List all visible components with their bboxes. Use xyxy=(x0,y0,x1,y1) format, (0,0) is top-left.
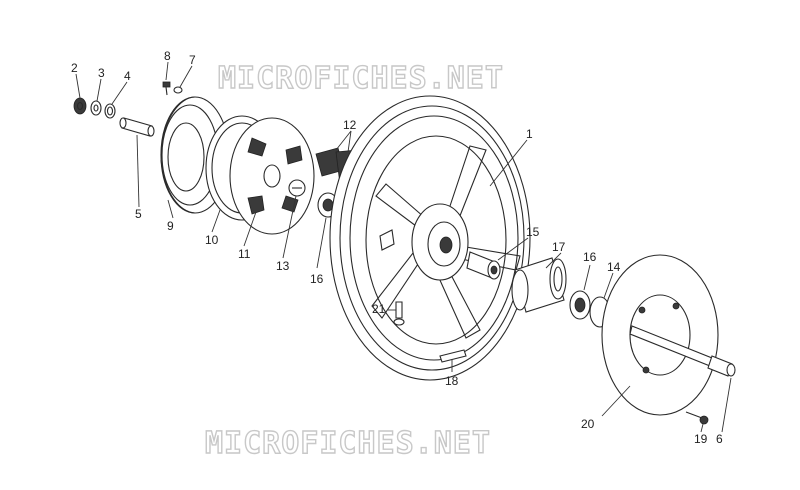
leader-lines xyxy=(75,61,732,433)
callout-8: 8 xyxy=(164,49,171,63)
callout-6: 6 xyxy=(716,432,723,446)
spacer-part-15 xyxy=(466,251,501,280)
callout-9: 9 xyxy=(167,219,174,233)
wheel-part-1 xyxy=(329,95,531,381)
callout-12: 12 xyxy=(343,118,357,132)
callout-2: 2 xyxy=(71,61,78,75)
watermark-bottom: MICROFICHES.NET xyxy=(205,426,491,461)
callout-5: 5 xyxy=(135,207,142,221)
plate-part-18 xyxy=(439,349,467,363)
callout-15: 15 xyxy=(526,225,540,239)
ring-part-4 xyxy=(104,103,116,119)
bearing-part-16-right xyxy=(569,290,591,320)
callout-21: 21 xyxy=(372,302,386,316)
axle-nut-part-2 xyxy=(73,97,87,115)
callout-7: 7 xyxy=(189,53,196,67)
brake-disc-part-20 xyxy=(601,254,719,416)
spacer-part-5 xyxy=(119,117,155,137)
callout-19: 19 xyxy=(694,432,708,446)
callout-20: 20 xyxy=(581,417,595,431)
watermark-top: MICROFICHES.NET xyxy=(218,61,504,96)
callout-1: 1 xyxy=(526,127,533,141)
valve-part-21 xyxy=(393,301,405,326)
callout-17: 17 xyxy=(552,240,566,254)
callout-16-right: 16 xyxy=(583,250,597,264)
bolt-part-19 xyxy=(685,411,709,425)
pin-part-13 xyxy=(288,179,306,197)
callout-3: 3 xyxy=(98,66,105,80)
sleeve-part-17 xyxy=(511,257,567,313)
bolt-part-8 xyxy=(162,81,171,96)
callout-14: 14 xyxy=(607,260,621,274)
callout-10: 10 xyxy=(205,233,219,247)
axle-part-6 xyxy=(629,325,736,377)
callout-labels: 2 3 4 5 6 7 8 9 10 11 12 13 14 15 16 16 … xyxy=(71,49,723,446)
callout-11: 11 xyxy=(238,247,251,261)
washer-part-7 xyxy=(173,86,183,94)
callout-13: 13 xyxy=(276,259,290,273)
washer-part-3 xyxy=(90,100,102,116)
callout-16-left: 16 xyxy=(310,272,324,286)
cover-plate-part-11 xyxy=(229,117,315,235)
callout-4: 4 xyxy=(124,69,131,83)
callout-18: 18 xyxy=(445,374,459,388)
